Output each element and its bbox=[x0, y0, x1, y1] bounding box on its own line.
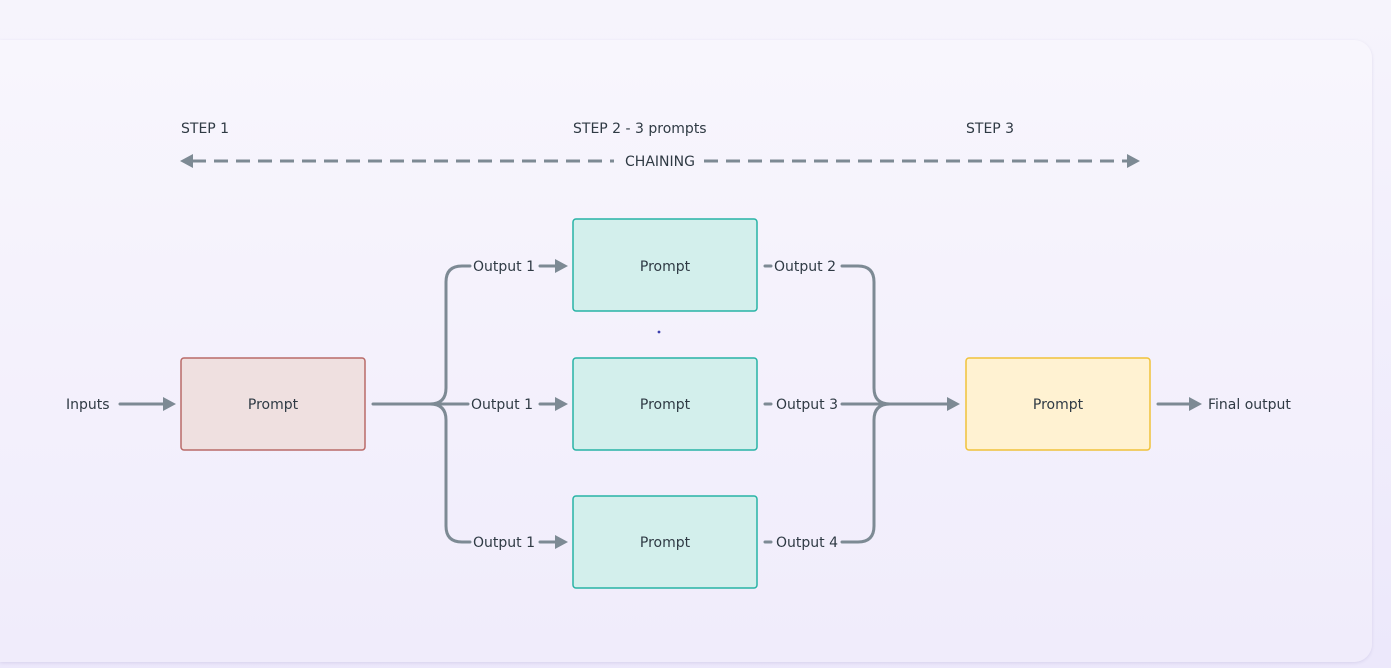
step-1-label: STEP 1 bbox=[181, 121, 229, 137]
step2-prompt-middle-label: Prompt bbox=[640, 397, 691, 413]
merge-connector bbox=[840, 264, 960, 544]
step2-prompt-box-top[interactable]: Prompt bbox=[572, 218, 758, 312]
arrowhead-to-middle bbox=[555, 397, 568, 411]
chaining-arrow: CHAINING bbox=[180, 154, 1140, 170]
edge-label-to-top: Output 1 bbox=[473, 259, 535, 275]
chaining-arrowhead-right bbox=[1127, 154, 1140, 168]
split-connector bbox=[371, 264, 472, 544]
chaining-label: CHAINING bbox=[625, 154, 695, 170]
step2-prompt-box-bottom[interactable]: Prompt bbox=[572, 495, 758, 589]
step-3-label: STEP 3 bbox=[966, 121, 1014, 137]
step3-prompt-box[interactable]: Prompt bbox=[965, 357, 1151, 451]
step3-prompt-label: Prompt bbox=[1033, 397, 1084, 413]
edge-label-from-top: Output 2 bbox=[774, 259, 836, 275]
arrowhead-to-step3 bbox=[947, 397, 960, 411]
edge-label-from-middle: Output 3 bbox=[776, 397, 838, 413]
step2-prompt-box-middle[interactable]: Prompt bbox=[572, 357, 758, 451]
final-output-arrowhead bbox=[1189, 397, 1202, 411]
step2-prompt-top-label: Prompt bbox=[640, 259, 691, 275]
arrowhead-to-top bbox=[555, 259, 568, 273]
edge-label-to-bottom: Output 1 bbox=[473, 535, 535, 551]
edge-label-to-middle: Output 1 bbox=[471, 397, 533, 413]
stray-dot bbox=[657, 330, 661, 334]
step1-prompt-label: Prompt bbox=[248, 397, 299, 413]
arrowhead-to-bottom bbox=[555, 535, 568, 549]
edge-label-from-bottom: Output 4 bbox=[776, 535, 838, 551]
inputs-arrowhead bbox=[163, 397, 176, 411]
final-output-label: Final output bbox=[1208, 397, 1291, 413]
inputs-label: Inputs bbox=[66, 397, 110, 413]
chaining-arrowhead-left bbox=[180, 154, 193, 168]
step1-prompt-box[interactable]: Prompt bbox=[180, 357, 366, 451]
step-2-label: STEP 2 - 3 prompts bbox=[573, 121, 707, 137]
step2-prompt-bottom-label: Prompt bbox=[640, 535, 691, 551]
